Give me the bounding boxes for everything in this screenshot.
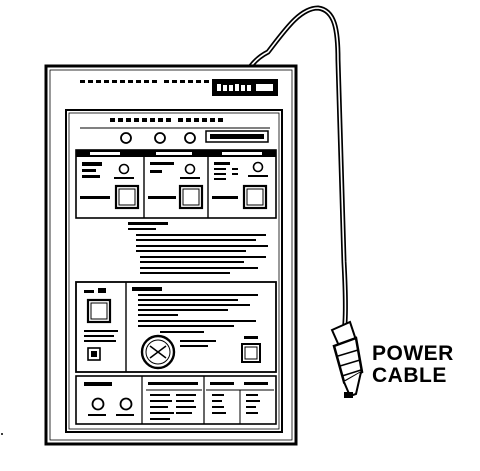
indicator-lamps (120, 132, 196, 144)
cigarette-lighter-plug (330, 320, 364, 398)
panel-title-marks (110, 118, 223, 122)
stray-mark (1, 433, 3, 435)
instruction-text-block (128, 222, 268, 274)
power-cable-label-line-1: POWER (372, 342, 454, 365)
mode-panels (75, 149, 277, 219)
power-cable-label: POWER CABLE (372, 343, 472, 387)
header-text-marks (80, 80, 209, 83)
left-subpanel (80, 162, 140, 210)
bottom-table (146, 382, 274, 424)
main-panel (65, 109, 283, 433)
tester-body (44, 64, 298, 446)
test-text-lines (132, 287, 258, 333)
test-section (75, 281, 277, 373)
header-strip (80, 79, 278, 96)
test-right-column (180, 336, 261, 363)
right-subpanel (212, 161, 268, 210)
meter-gauge (140, 334, 176, 370)
bottom-panel (75, 375, 277, 425)
middle-subpanel (148, 162, 204, 210)
test-left-column (84, 288, 118, 361)
power-cable-label-line-2: CABLE (372, 364, 447, 387)
bottom-left-controls (84, 382, 134, 416)
power-cable (229, 5, 348, 335)
